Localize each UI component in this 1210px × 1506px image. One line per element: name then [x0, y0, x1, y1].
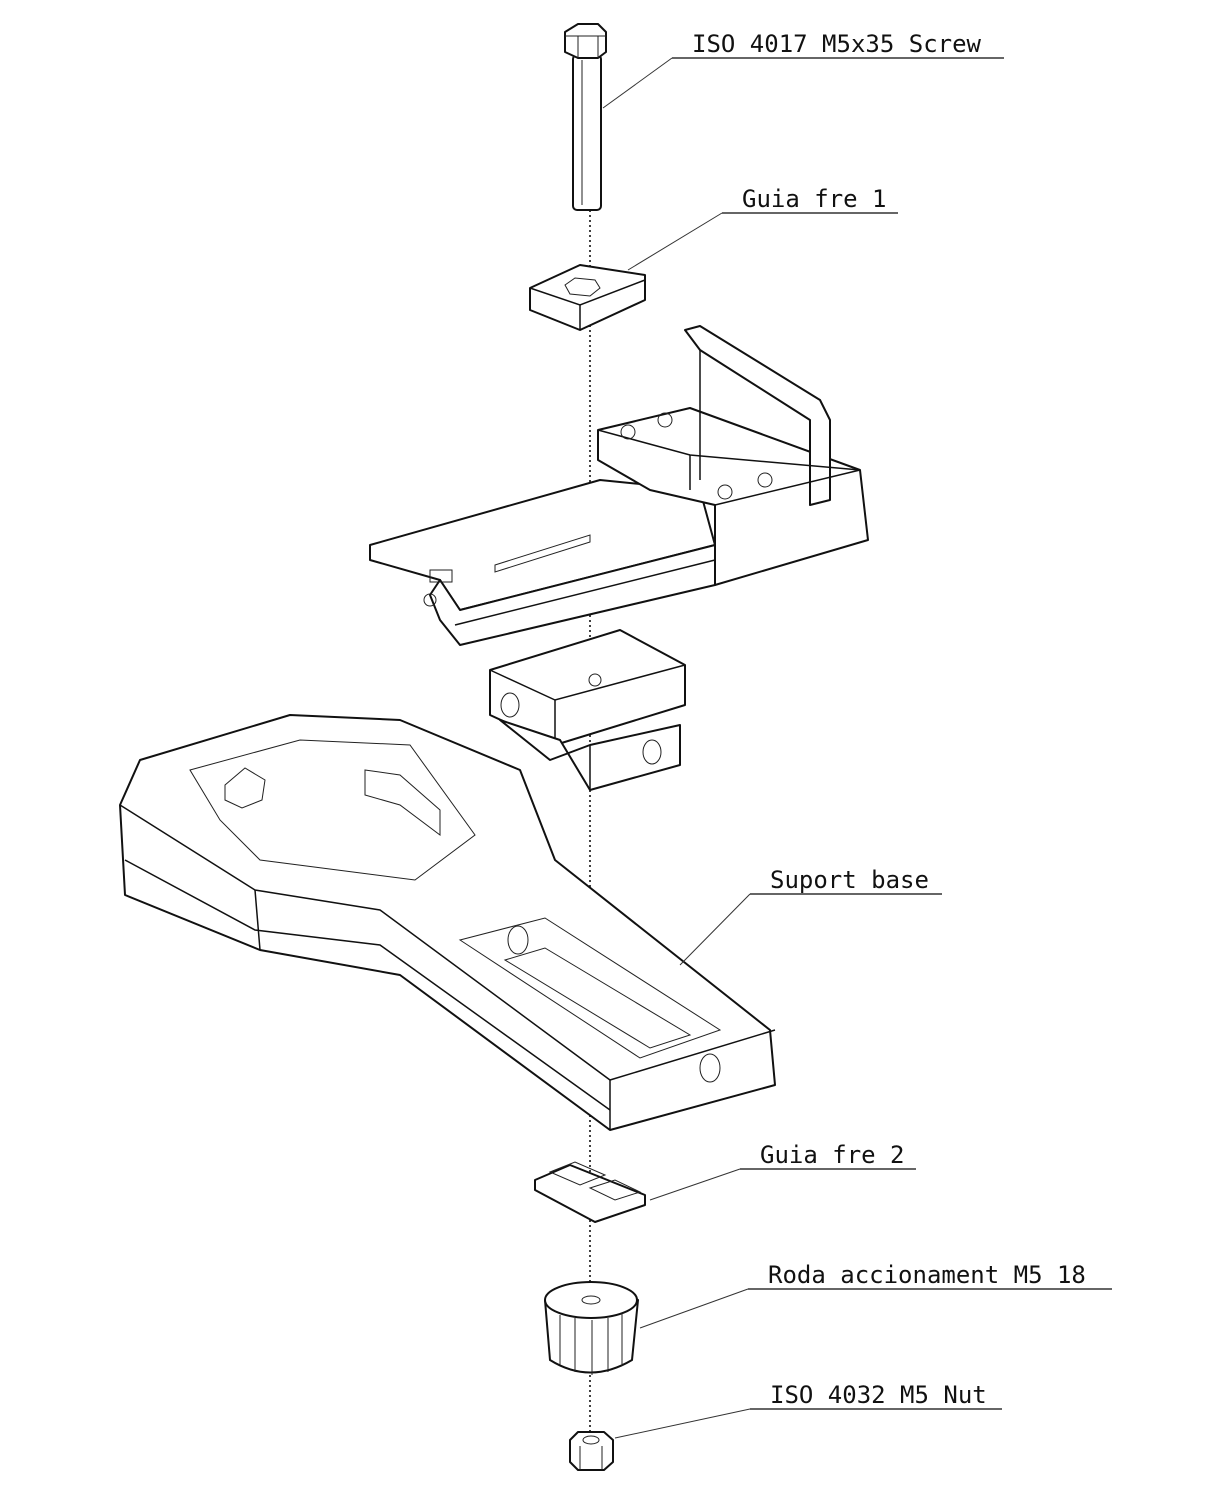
callout-label-guide-2: Guia fre 2 — [760, 1141, 905, 1169]
screw-part — [564, 23, 607, 211]
callout-guide-1: Guia fre 1 — [627, 185, 898, 271]
callout-label-wheel: Roda accionament M5 18 — [768, 1261, 1086, 1289]
base-part — [119, 714, 776, 1131]
guide-2-part — [534, 1161, 646, 1223]
callout-guide-2: Guia fre 2 — [649, 1141, 916, 1201]
callout-label-guide-1: Guia fre 1 — [742, 185, 887, 213]
callout-wheel: Roda accionament M5 18 — [639, 1261, 1112, 1329]
nut-part — [569, 1431, 614, 1471]
wheel-part — [544, 1281, 639, 1375]
slider-part — [369, 325, 869, 646]
callout-label-nut: ISO 4032 M5 Nut — [770, 1381, 987, 1409]
callout-label-screw: ISO 4017 M5x35 Screw — [692, 30, 982, 58]
callout-screw: ISO 4017 M5x35 Screw — [602, 30, 1004, 109]
callout-base: Suport base — [679, 866, 942, 966]
guide-1-part — [529, 264, 646, 331]
middle-block-part — [489, 629, 686, 791]
callout-label-base: Suport base — [770, 866, 929, 894]
callout-nut: ISO 4032 M5 Nut — [614, 1381, 1002, 1439]
